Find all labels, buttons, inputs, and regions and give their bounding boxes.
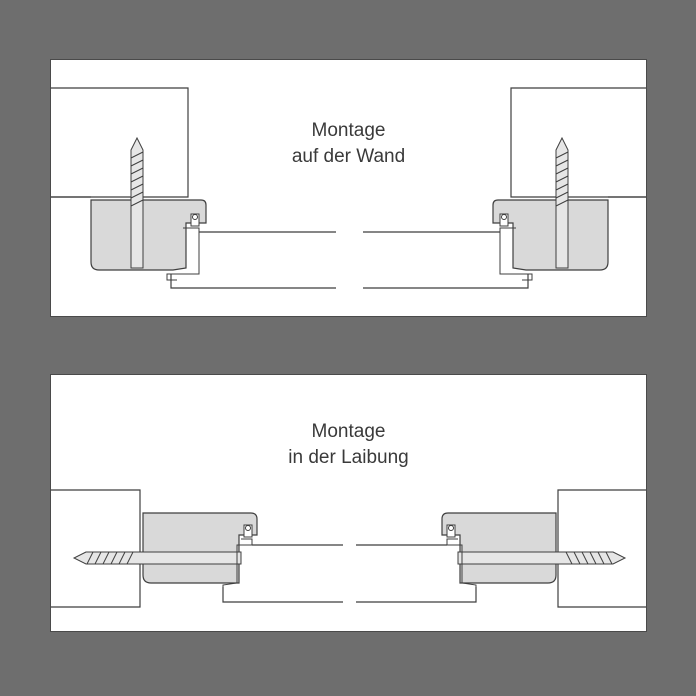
left-wall <box>51 87 189 198</box>
right-clip <box>446 524 477 593</box>
left-bolt <box>130 136 144 269</box>
right-bolt <box>555 136 569 269</box>
reveal-mounting-caption: Montage in der Laibung <box>51 419 646 471</box>
right-clip <box>499 213 533 281</box>
left-clip <box>222 524 253 593</box>
diagram-panel-reveal-mounting: Montage in der Laibung <box>50 374 647 632</box>
left-frame-profile <box>142 512 258 584</box>
right-wall <box>557 489 646 608</box>
right-wall <box>510 87 646 198</box>
right-frame-profile <box>492 199 609 271</box>
right-frame-profile <box>441 512 557 584</box>
left-frame-profile <box>90 199 207 271</box>
left-leaf-bottom <box>170 274 336 289</box>
caption-line-1: Montage <box>311 421 386 442</box>
diagram-panel-wall-mounting: Montage auf der Wand <box>50 59 647 317</box>
right-bolt <box>457 551 627 565</box>
left-bolt <box>72 551 242 565</box>
left-leaf-bottom <box>222 587 343 603</box>
right-leaf-bottom <box>363 274 529 289</box>
reveal-mounting-drawing <box>51 489 646 608</box>
wall-mounting-drawing <box>51 87 646 289</box>
wall-mounting-caption: Montage auf der Wand <box>51 118 646 170</box>
left-clip <box>166 213 200 281</box>
caption-line-1: Montage <box>311 120 386 141</box>
caption-line-2: auf der Wand <box>291 146 406 167</box>
left-wall <box>51 489 141 608</box>
right-leaf-bottom <box>356 587 477 603</box>
caption-line-2: in der Laibung <box>288 447 409 468</box>
